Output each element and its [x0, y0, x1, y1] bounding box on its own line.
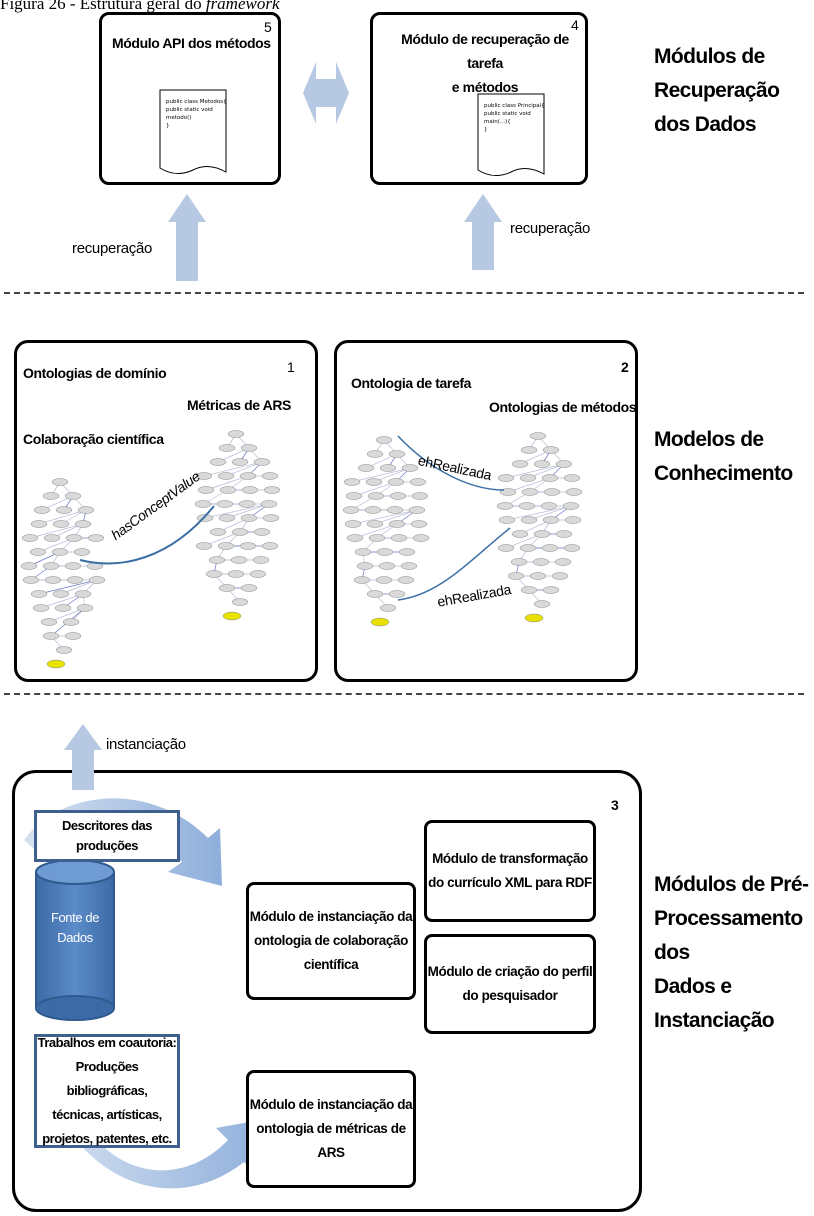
task-ontology-number: 2	[621, 359, 629, 375]
hasconceptvalue-line	[79, 505, 215, 565]
knowledge-section-label: Modelos de Conhecimento	[654, 428, 793, 485]
researcher-profile-module: Módulo de criação do perfil do pesquisad…	[424, 934, 596, 1034]
api-code-snippet: public class Metodos{ public static void…	[166, 99, 227, 129]
metrics-ontology-graph	[194, 430, 281, 621]
colab-ontology-graph	[20, 478, 106, 669]
colab-ontology-label: Colaboração científica	[23, 431, 164, 447]
instantiation-collab-module: Módulo de instanciação da ontologia de c…	[246, 882, 416, 1000]
preprocessing-section-label: Módulos de Pré- Processamento dos Dados …	[654, 873, 809, 1032]
preprocessing-number: 3	[611, 797, 619, 813]
ontology-graphs	[20, 430, 583, 669]
divider-top	[4, 292, 804, 294]
instantiation-label: instanciação	[106, 736, 186, 753]
retrieval-up-arrow-left	[168, 194, 206, 281]
task-ontology-graph	[342, 436, 430, 627]
task-code-snippet: public class Principal{ public static vo…	[484, 103, 545, 133]
database-icon	[35, 859, 115, 1021]
instantiation-metrics-module: Módulo de instanciação da ontologia de m…	[246, 1070, 416, 1188]
caption-prefix: Figura 26 - Estrutura geral do	[0, 0, 206, 13]
double-arrow-icon	[303, 62, 349, 124]
retrieval-arrow-label-left: recuperação	[72, 240, 153, 257]
api-document-icon	[159, 89, 227, 174]
ehrealizada-top-line	[397, 435, 505, 491]
domain-ontology-number: 1	[287, 359, 295, 375]
methods-ontology-graph	[496, 432, 583, 623]
task-document-icon	[477, 93, 545, 176]
metrics-ontology-label: Métricas de ARS	[187, 397, 291, 413]
retrieval-section-label: Módulos de Recuperação dos Dados	[654, 45, 780, 136]
coauthorship-box: Trabalhos em coautoria: Produções biblio…	[34, 1034, 180, 1148]
ehrealizada-bottom-line	[397, 527, 511, 601]
curved-arrow-bottom	[40, 1060, 272, 1189]
caption-italic: framework	[205, 0, 280, 13]
descriptors-box: Descritores das produções	[34, 810, 180, 862]
api-module-number: 5	[264, 19, 272, 35]
figure-caption: Figura 26 - Estrutura geral do framework	[0, 0, 280, 14]
instantiation-up-arrow	[64, 724, 102, 790]
domain-ontology-title: Ontologias de domínio	[23, 365, 167, 381]
retrieval-arrow-label-right: recuperação	[510, 220, 591, 237]
task-module-number: 4	[571, 17, 579, 33]
task-ontology-title: Ontologia de tarefa	[351, 375, 471, 391]
task-module-title: Módulo de recuperação de tarefa e método…	[401, 31, 569, 95]
database-label: Fonte de Dados	[50, 910, 100, 945]
divider-bottom	[4, 693, 804, 695]
api-module-title: Módulo API dos métodos	[112, 35, 271, 51]
xml-rdf-module: Módulo de transformação do currículo XML…	[424, 820, 596, 922]
methods-ontology-label: Ontologias de métodos	[489, 399, 637, 415]
retrieval-up-arrow-right	[464, 194, 502, 270]
